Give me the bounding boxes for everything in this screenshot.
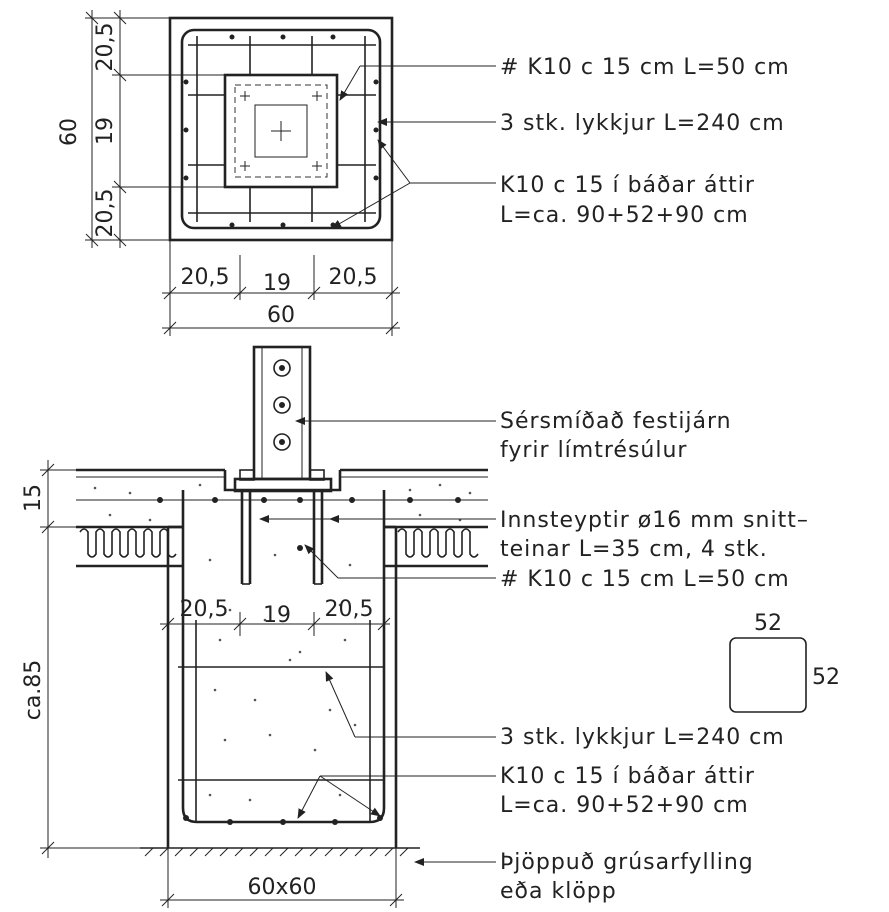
section-label-bracket-2: fyrir límtrésúlur: [500, 438, 687, 463]
section-dim-base: 60x60: [247, 875, 316, 900]
plan-dim-left-mid: 19: [93, 117, 118, 145]
loop-detail-side: 52: [812, 665, 840, 690]
section-label-fill-1: Þjöppuð grúsarfylling: [500, 850, 754, 875]
section-label-loops: 3 stk. lykkjur L=240 cm: [500, 725, 785, 750]
plan-label-bars-2: L=ca. 90+52+90 cm: [500, 203, 749, 228]
section-footing: [166, 490, 398, 848]
section-label-bolts-1: Innsteyptir ø16 mm snitt–: [500, 508, 809, 533]
plan-rebar-grid: [188, 36, 376, 222]
plan-leaders: [331, 65, 496, 229]
plan-loop: [180, 28, 382, 230]
section-ground: [140, 847, 420, 857]
section-bracket-bolts: [273, 359, 291, 451]
plan-dim-left-top: 20,5: [93, 23, 118, 72]
plan-dim-left-total: 60: [57, 118, 82, 146]
plan-footing-outline: [168, 16, 394, 242]
section-label-bars-2: L=ca. 90+52+90 cm: [500, 793, 749, 818]
section-view: 20,5 19 20,5 15 ca.85 60x60: [21, 345, 840, 908]
section-dim-inner-left: 20,5: [180, 597, 229, 622]
plan-bottom-dimensions: [162, 240, 400, 336]
plan-column: [254, 104, 308, 158]
plan-dim-bottom-mid: 19: [263, 271, 291, 296]
section-dim-inner-mid: 19: [263, 603, 291, 628]
plan-dim-bottom-right: 20,5: [329, 265, 378, 290]
loop-detail-top: 52: [754, 611, 782, 636]
section-insulation: [76, 528, 488, 568]
section-loop-detail: [729, 637, 807, 713]
plan-view: 60 20,5 19 20,5 20,5 19 20,5 60: [57, 10, 790, 336]
section-rebar-lines: [178, 620, 384, 822]
section-leaders: [259, 417, 496, 866]
plan-label-mesh: # K10 c 15 cm L=50 cm: [500, 55, 790, 80]
section-label-bars-1: K10 c 15 í báðar áttir: [500, 764, 755, 789]
plan-dim-bottom-left: 20,5: [181, 265, 230, 290]
plan-left-dimensions: [85, 10, 225, 248]
plan-dim-bottom-total: 60: [267, 303, 295, 328]
plan-label-bars-1: K10 c 15 í báðar áttir: [500, 173, 755, 198]
plan-dim-left-bot: 20,5: [93, 189, 118, 238]
section-inner-dimensions: [160, 612, 391, 636]
section-dim-inner-right: 20,5: [325, 597, 374, 622]
section-label-bracket-1: Sérsmíðað festijárn: [500, 409, 732, 434]
plan-label-loops: 3 stk. lykkjur L=240 cm: [500, 111, 785, 136]
section-dim-depth: ca.85: [21, 660, 46, 721]
plan-dashed-outline: [234, 84, 328, 178]
section-concrete-texture: [93, 483, 472, 802]
plan-bolt-marks: [240, 91, 322, 171]
section-label-bolts-2: teinar L=35 cm, 4 stk.: [500, 537, 768, 562]
section-dim-slab: 15: [21, 484, 46, 512]
section-label-mesh: # K10 c 15 cm L=50 cm: [500, 567, 790, 592]
plan-column-plate: [223, 73, 339, 189]
section-base-dimension: [160, 848, 404, 908]
section-label-fill-2: eða klöpp: [500, 879, 617, 904]
